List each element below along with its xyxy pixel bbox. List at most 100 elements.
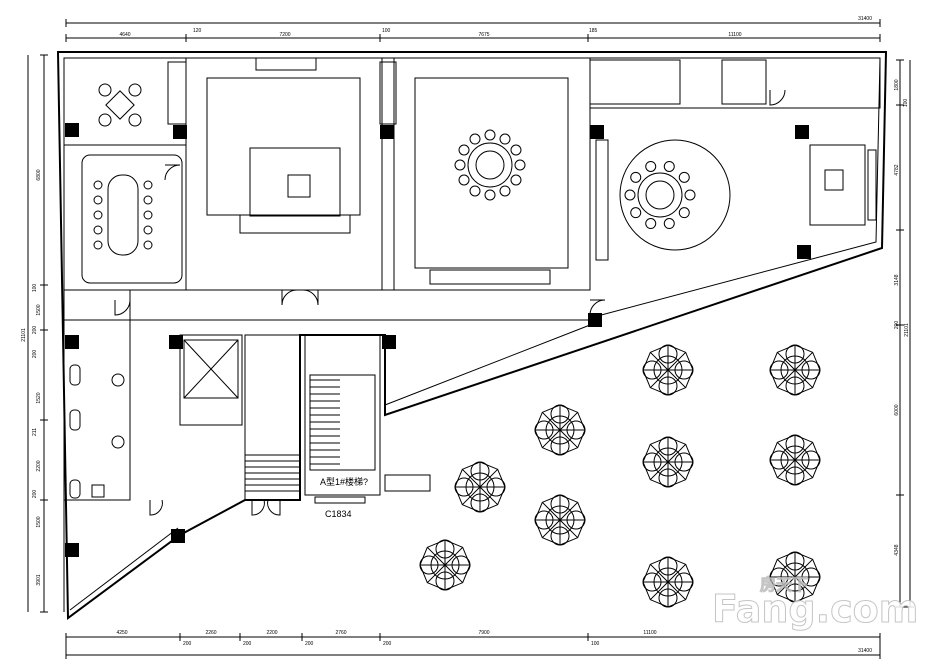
chair [454,159,466,171]
umbrella-rib [461,468,481,488]
umbrella-rib [649,563,669,583]
outdoor-table-set [454,461,506,513]
coffee-table [287,174,311,198]
dim-bottom-4: 2760 [335,630,346,636]
column [797,245,811,259]
dim-right-2: 100 [903,99,909,108]
chair [514,159,526,171]
chair [143,210,153,220]
column [65,335,79,349]
chair [499,185,511,197]
sofa-set [249,147,341,217]
umbrella-rib [667,461,687,481]
chair [642,360,662,380]
dim-top-7: 11100 [728,32,741,38]
dim-left-1: 6800 [36,169,42,180]
dim-top-6: 185 [589,28,598,34]
chair [678,171,690,183]
umbrella-rib [541,519,561,539]
dim-bottom-6: 11100 [643,630,656,636]
outdoor-tables [419,344,821,608]
dim-bottom-5: 7900 [478,630,489,636]
door-swings [114,89,786,516]
column [65,543,79,557]
umbrella-rib [776,558,796,578]
dim-left-10: 1500 [36,516,42,527]
sofa-set [809,144,866,226]
dim-left-8: 2200 [36,460,42,471]
outdoor-table-set [769,434,821,486]
lazy-susan [645,180,675,210]
chair [458,174,470,186]
chair [658,588,678,608]
umbrella-rib [444,546,464,566]
dim-bottom-gap-3: 200 [305,641,314,647]
chair [663,160,675,172]
column [169,335,183,349]
dim-right-5: 200 [894,321,900,330]
dim-bottom-total: 31400 [858,648,872,654]
chair [769,450,789,470]
outdoor-table-set [534,404,586,456]
floor-pattern-circle [619,139,731,251]
chair [684,189,696,201]
umbrella-rib [649,351,669,371]
dim-bottom-gap-1: 200 [183,641,192,647]
outdoor-table-set [534,494,586,546]
chair [454,477,474,497]
dim-bottom-gap-4: 200 [383,641,392,647]
outdoor-table-set [769,551,821,603]
dim-top-4: 100 [382,28,391,34]
right-dimension-texts: 1800 100 4782 3148 200 6000 4348 21101 [894,79,910,555]
dim-bottom-gap-2: 200 [243,641,252,647]
dim-left-3: 1500 [36,304,42,315]
umbrella-rib [541,429,561,449]
chair [98,83,112,97]
dim-left-2: 100 [32,284,38,293]
umbrella-rib [649,443,669,463]
chair [143,225,153,235]
watermark-brand-en: Fang.com [712,587,918,631]
umbrella-rib [559,429,579,449]
umbrella-rib [667,351,687,371]
umbrella-rib [479,486,499,506]
umbrella-rib [559,501,579,521]
interior-walls [63,57,881,504]
chair [486,477,506,497]
chair [98,113,112,127]
chair [785,466,805,486]
chair [566,510,586,530]
chair [484,129,496,141]
dim-top-total: 31400 [858,16,872,22]
round-table [467,142,513,188]
chair [469,185,481,197]
chair [658,556,678,576]
chair [550,436,570,456]
column [588,313,602,327]
umbrella-rib [649,581,669,601]
chair [458,144,470,156]
column [795,125,809,139]
chair [658,468,678,488]
chair [128,83,142,97]
umbrella-rib [426,564,446,584]
chair [645,218,657,230]
dim-bottom-gap-5: 100 [591,641,600,647]
chair [550,494,570,514]
chair [785,551,805,571]
chair [678,207,690,219]
chair [484,189,496,201]
umbrella-rib [649,369,669,389]
watermark: Fang.com 房天下 [712,575,919,632]
chair [534,510,554,530]
outdoor-table-set [642,344,694,396]
umbrella-rib [479,468,499,488]
chair [801,450,821,470]
chair [470,493,490,513]
chair [785,376,805,396]
structural-columns [65,123,811,557]
umbrella-rib [667,563,687,583]
outdoor-table-set [419,539,471,591]
dim-right-4: 3148 [894,274,900,285]
umbrella-rib [426,546,446,566]
